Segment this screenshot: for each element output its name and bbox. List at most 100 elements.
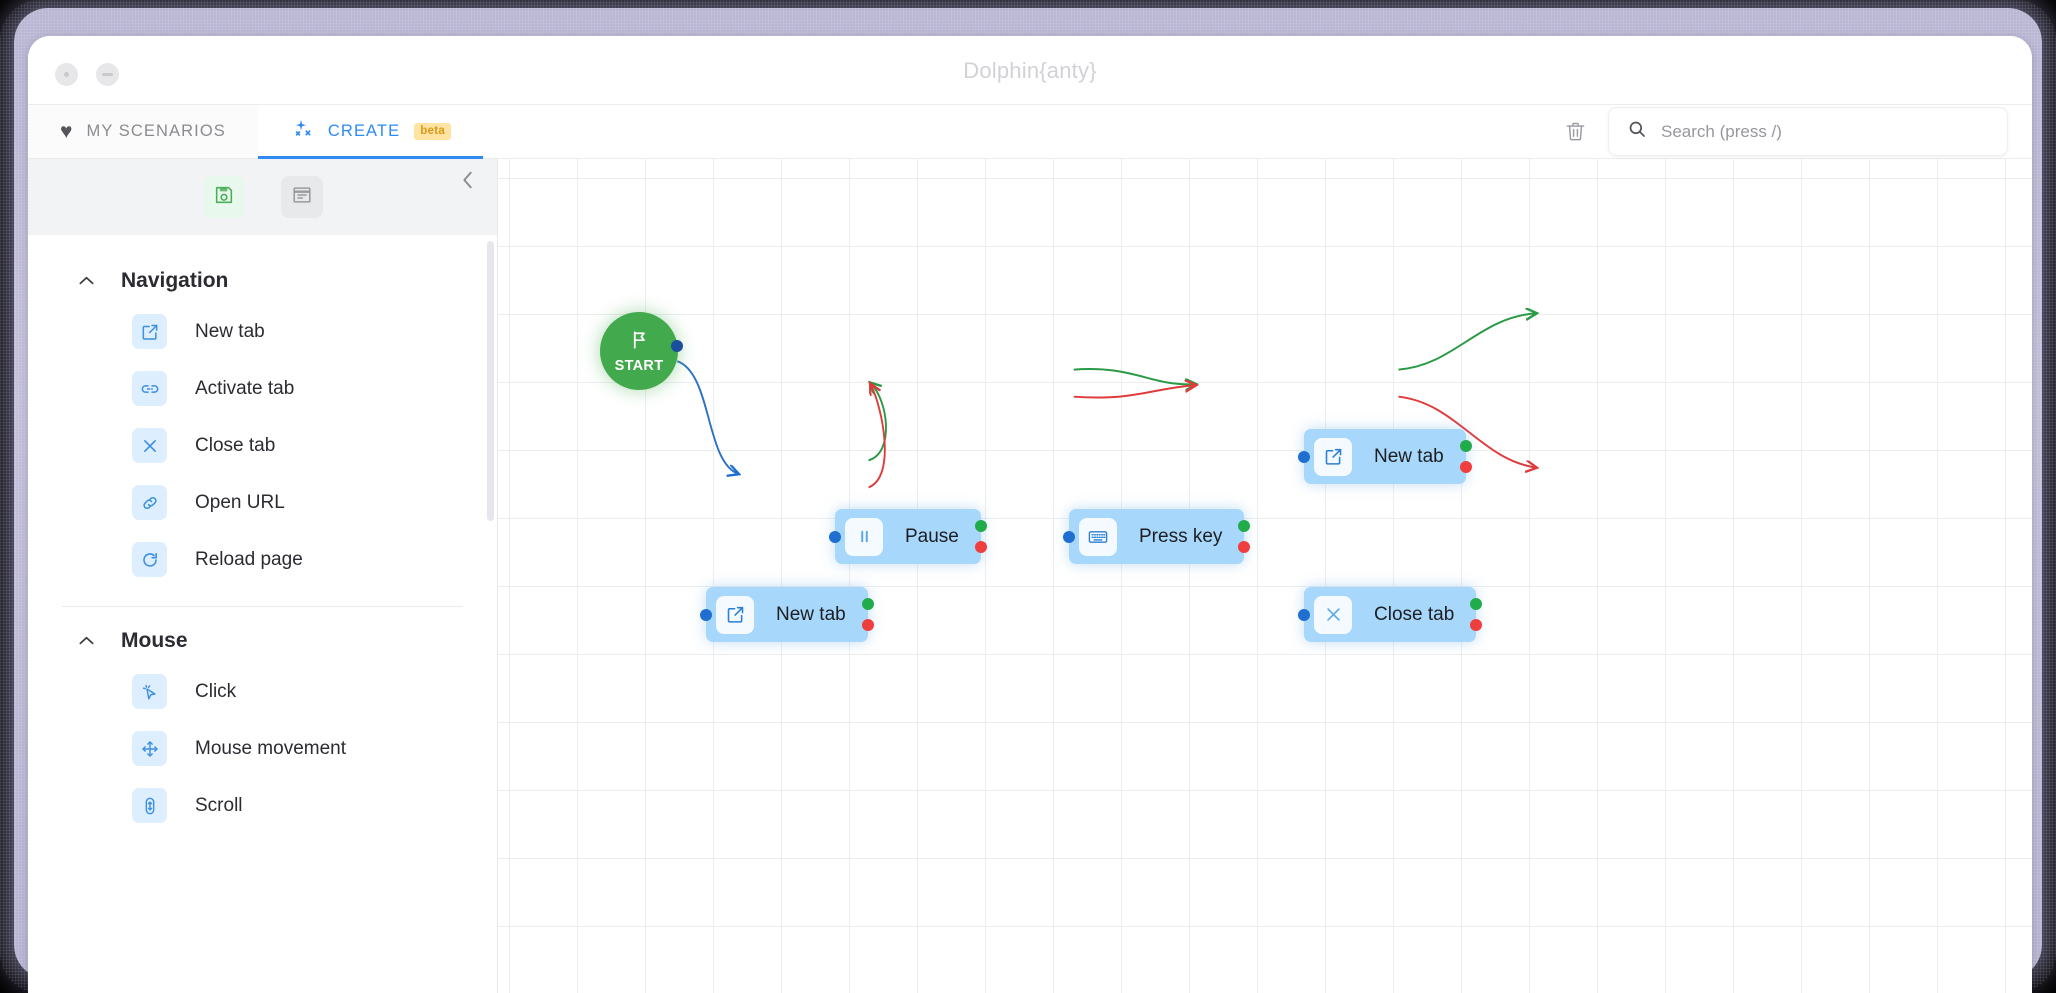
sidebar-item-mouse-movement[interactable]: Mouse movement bbox=[28, 720, 497, 777]
sidebar-item-open-url[interactable]: Open URL bbox=[28, 474, 497, 531]
keyboard-icon bbox=[1079, 517, 1117, 556]
node-new-tab-2-input-port[interactable] bbox=[1298, 450, 1310, 463]
flag-icon bbox=[628, 329, 650, 356]
search-input[interactable] bbox=[1661, 121, 1989, 142]
node-close-tab-error-port[interactable] bbox=[1470, 619, 1483, 631]
node-press-key-error-port[interactable] bbox=[1238, 541, 1251, 553]
node-new-tab-1[interactable]: New tab bbox=[700, 587, 874, 642]
sidebar-item-reload-page-label: Reload page bbox=[195, 548, 303, 570]
node-press-key-input-port[interactable] bbox=[1063, 530, 1075, 543]
floppy-save-icon bbox=[213, 184, 235, 211]
node-press-key-label: Press key bbox=[1139, 525, 1223, 547]
sidebar-group-navigation-title: Navigation bbox=[121, 269, 229, 292]
node-close-tab[interactable]: Close tab bbox=[1298, 587, 1483, 642]
sidebar-toolbar bbox=[28, 159, 497, 235]
edge-n3-error-to-n5 bbox=[1398, 395, 1535, 468]
node-press-key[interactable]: Press key bbox=[1063, 509, 1251, 564]
sidebar-item-scroll-label: Scroll bbox=[195, 794, 243, 816]
node-pause[interactable]: Pause bbox=[829, 509, 987, 564]
sidebar-item-click-label: Click bbox=[195, 680, 237, 702]
node-pause-error-port[interactable] bbox=[974, 541, 987, 553]
edge-n2-success-to-n3 bbox=[1073, 368, 1196, 384]
sidebar-item-new-tab[interactable]: New tab bbox=[28, 303, 497, 360]
start-node[interactable]: START bbox=[600, 312, 683, 390]
node-new-tab-2-success-port[interactable] bbox=[1459, 440, 1472, 452]
sidebar-scroll-area: Navigation New tab bbox=[28, 235, 497, 993]
close-x-icon bbox=[132, 428, 167, 463]
notes-button[interactable] bbox=[280, 176, 323, 218]
pause-icon bbox=[845, 517, 883, 556]
search-box[interactable] bbox=[1608, 107, 2008, 156]
scroll-vertical-icon bbox=[132, 788, 167, 823]
node-new-tab-2[interactable]: New tab bbox=[1298, 429, 1472, 484]
sidebar-item-activate-tab-label: Activate tab bbox=[195, 377, 295, 399]
sidebar-item-close-tab-label: Close tab bbox=[195, 434, 276, 456]
start-node-label: START bbox=[614, 357, 664, 374]
node-new-tab-2-error-port[interactable] bbox=[1459, 461, 1472, 473]
start-output-port[interactable] bbox=[671, 340, 683, 352]
node-new-tab-1-success-port[interactable] bbox=[861, 598, 874, 610]
sparkle-icon bbox=[290, 117, 314, 146]
chevron-left-icon[interactable] bbox=[457, 167, 479, 197]
toolbar-right bbox=[1562, 105, 2008, 158]
edge-start-to-n1 bbox=[676, 360, 738, 474]
sidebar-item-new-tab-label: New tab bbox=[195, 320, 265, 342]
minimize-button[interactable] bbox=[96, 63, 119, 86]
close-icon bbox=[64, 72, 69, 77]
node-pause-success-port[interactable] bbox=[974, 520, 987, 532]
edge-n1-success-to-n2 bbox=[869, 383, 887, 462]
node-new-tab-1-error-port[interactable] bbox=[861, 619, 874, 631]
sidebar-group-mouse[interactable]: Mouse bbox=[28, 613, 497, 663]
chevron-up-icon bbox=[78, 273, 95, 290]
trash-icon[interactable] bbox=[1562, 119, 1588, 145]
edge-n2-error-to-n3 bbox=[1073, 385, 1196, 399]
node-close-tab-success-port[interactable] bbox=[1470, 598, 1483, 610]
close-button[interactable] bbox=[55, 63, 78, 86]
node-new-tab-2-label: New tab bbox=[1374, 445, 1444, 467]
node-new-tab-1-label: New tab bbox=[776, 603, 846, 625]
move-arrows-icon bbox=[132, 731, 167, 766]
external-link-icon bbox=[716, 595, 754, 634]
document-window-icon bbox=[291, 184, 313, 211]
sidebar-item-reload-page[interactable]: Reload page bbox=[28, 531, 497, 588]
node-press-key-success-port[interactable] bbox=[1238, 520, 1251, 532]
edges-layer bbox=[676, 159, 2032, 489]
close-x-icon bbox=[1314, 595, 1352, 634]
sidebar-item-click[interactable]: Click bbox=[28, 663, 497, 720]
edge-n1-error-to-n2 bbox=[868, 384, 886, 489]
sidebar-item-mouse-movement-label: Mouse movement bbox=[195, 737, 347, 759]
sidebar-item-open-url-label: Open URL bbox=[195, 491, 285, 513]
sidebar-item-scroll[interactable]: Scroll bbox=[28, 777, 497, 834]
sidebar: Navigation New tab bbox=[28, 159, 498, 993]
tab-create[interactable]: CREATE beta bbox=[257, 105, 484, 159]
title-bar: Dolphin{anty} bbox=[28, 36, 2032, 105]
chain-link-icon bbox=[132, 485, 167, 520]
external-link-icon bbox=[1314, 437, 1352, 476]
reload-icon bbox=[132, 542, 167, 577]
tab-my-scenarios-label: MY SCENARIOS bbox=[86, 122, 226, 140]
body: Navigation New tab bbox=[28, 159, 2032, 993]
minimize-icon bbox=[102, 73, 113, 76]
search-icon bbox=[1627, 119, 1647, 144]
tab-my-scenarios[interactable]: ♥ MY SCENARIOS bbox=[28, 105, 258, 158]
node-close-tab-label: Close tab bbox=[1374, 603, 1455, 625]
window-controls bbox=[55, 63, 119, 86]
save-scenario-button[interactable] bbox=[202, 176, 245, 218]
node-new-tab-1-input-port[interactable] bbox=[700, 608, 712, 621]
sidebar-scrollbar[interactable] bbox=[487, 241, 494, 521]
external-link-icon bbox=[132, 314, 167, 349]
sidebar-item-activate-tab[interactable]: Activate tab bbox=[28, 360, 497, 417]
sidebar-divider bbox=[62, 606, 463, 607]
node-pause-label: Pause bbox=[905, 525, 959, 547]
beta-badge: beta bbox=[414, 123, 452, 140]
app-window: Dolphin{anty} ♥ MY SCENARIOS CREATE beta bbox=[28, 36, 2032, 993]
cursor-click-icon bbox=[132, 674, 167, 709]
link-dashed-icon bbox=[132, 371, 167, 406]
node-pause-input-port[interactable] bbox=[829, 530, 841, 543]
sidebar-item-close-tab[interactable]: Close tab bbox=[28, 417, 497, 474]
node-close-tab-input-port[interactable] bbox=[1298, 608, 1310, 621]
tab-create-label: CREATE bbox=[327, 122, 401, 140]
flow-canvas[interactable]: START New tab bbox=[498, 159, 2032, 993]
sidebar-group-navigation[interactable]: Navigation bbox=[28, 253, 497, 303]
